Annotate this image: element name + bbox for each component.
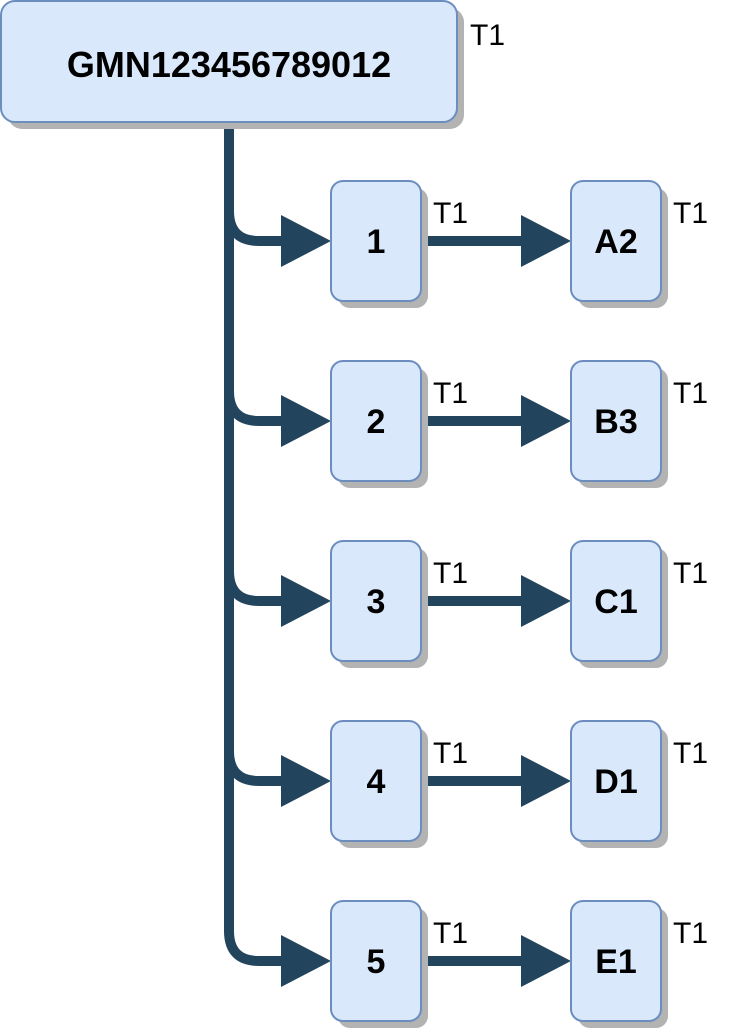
root-node-tag: T1 — [470, 19, 505, 52]
arrow-head — [521, 755, 571, 807]
target-node-box[interactable] — [570, 900, 662, 1022]
step-node-label: 4 — [367, 763, 386, 801]
step-node-tag: T1 — [433, 197, 468, 230]
target-node-box[interactable] — [570, 360, 662, 482]
root-node-label: GMN123456789012 — [67, 44, 391, 85]
target-node-label: A2 — [594, 223, 637, 261]
target-node-label: B3 — [594, 403, 637, 441]
target-node-box[interactable] — [570, 720, 662, 842]
branch-connector — [224, 570, 286, 606]
target-node-tag: T1 — [673, 917, 708, 950]
step-node-tag: T1 — [433, 557, 468, 590]
step-node-tag: T1 — [433, 917, 468, 950]
target-node-box[interactable] — [570, 180, 662, 302]
step-node-box[interactable] — [330, 360, 422, 482]
target-node-tag: T1 — [673, 557, 708, 590]
root-node-box[interactable] — [0, 0, 458, 123]
arrow-head — [281, 395, 331, 447]
step-node[interactable]: 5 — [330, 900, 428, 1028]
connectors-layer — [224, 122, 571, 987]
arrow-head — [281, 755, 331, 807]
target-node-tag: T1 — [673, 737, 708, 770]
target-node[interactable]: B3 — [570, 360, 668, 488]
arrow-head — [281, 935, 331, 987]
target-node[interactable]: C1 — [570, 540, 668, 668]
step-node[interactable]: 1 — [330, 180, 428, 308]
step-node-box[interactable] — [330, 540, 422, 662]
step-node-box[interactable] — [330, 720, 422, 842]
arrow-head — [521, 395, 571, 447]
branch-connector — [224, 750, 286, 786]
root-node[interactable]: GMN123456789012 — [0, 0, 464, 129]
target-node-box[interactable] — [570, 540, 662, 662]
step-node[interactable]: 4 — [330, 720, 428, 848]
step-node[interactable]: 2 — [330, 360, 428, 488]
branch-connector — [224, 210, 286, 246]
arrow-head — [521, 575, 571, 627]
target-node[interactable]: A2 — [570, 180, 668, 308]
target-node-label: D1 — [594, 763, 637, 801]
step-node-tag: T1 — [433, 737, 468, 770]
step-node-box[interactable] — [330, 900, 422, 1022]
branch-connector — [224, 390, 286, 426]
nodes-layer: GMN123456789012 T1 1T1A2T12T1B3T13T1C1T1… — [0, 0, 708, 1028]
target-node-tag: T1 — [673, 377, 708, 410]
step-node-box[interactable] — [330, 180, 422, 302]
step-node-label: 2 — [367, 403, 386, 441]
step-node-label: 1 — [367, 223, 386, 261]
target-node-label: C1 — [594, 583, 637, 621]
target-node[interactable]: D1 — [570, 720, 668, 848]
arrow-head — [281, 575, 331, 627]
step-node-label: 3 — [367, 583, 386, 621]
arrow-head — [521, 215, 571, 267]
target-node[interactable]: E1 — [570, 900, 668, 1028]
step-node-label: 5 — [367, 943, 386, 981]
trunk-connector — [224, 122, 286, 966]
arrow-head — [521, 935, 571, 987]
target-node-tag: T1 — [673, 197, 708, 230]
step-node-tag: T1 — [433, 377, 468, 410]
target-node-label: E1 — [595, 943, 637, 981]
arrow-head — [281, 215, 331, 267]
step-node[interactable]: 3 — [330, 540, 428, 668]
